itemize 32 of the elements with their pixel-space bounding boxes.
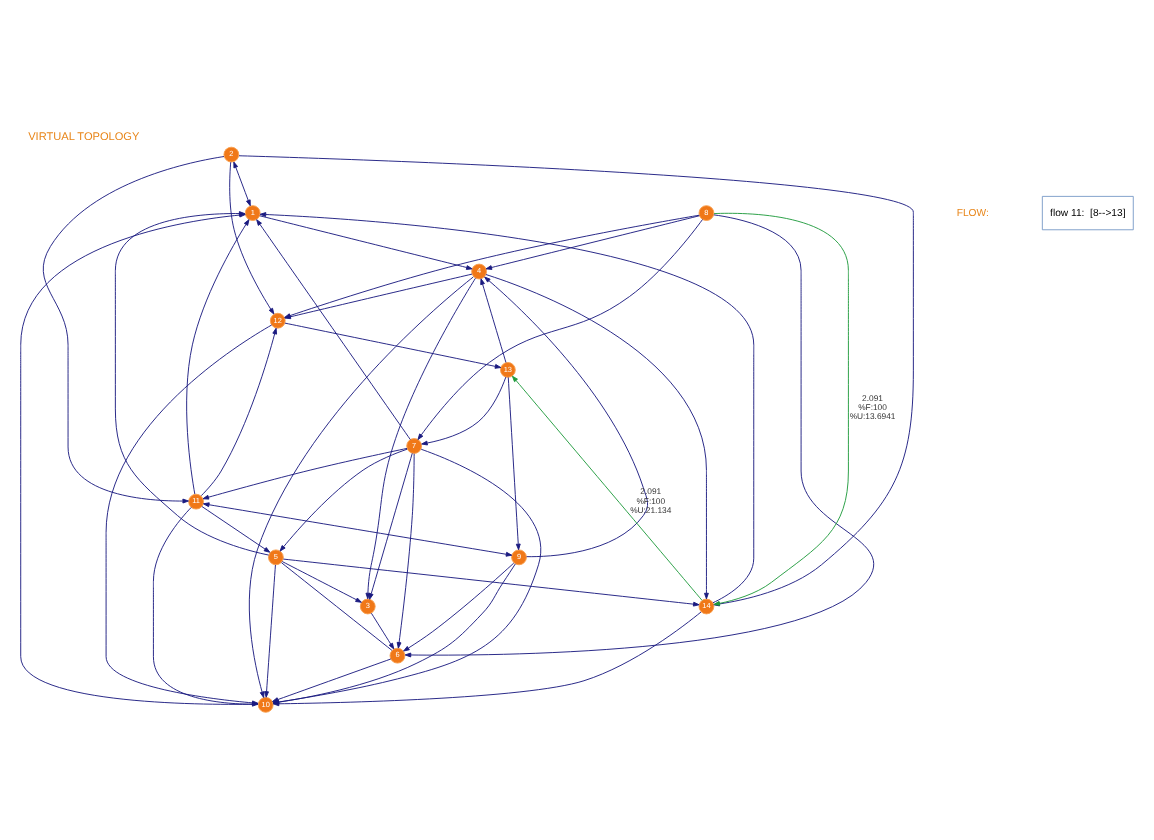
arrow [259, 212, 755, 604]
arrow [417, 219, 703, 440]
arrow [256, 219, 411, 440]
connector [280, 562, 393, 651]
arrow [484, 276, 649, 558]
arrow [365, 277, 476, 600]
arrow [511, 375, 703, 601]
arrow [507, 376, 521, 551]
arrow [264, 564, 276, 698]
arrow [485, 215, 700, 270]
arrow [485, 274, 709, 600]
arrow [370, 612, 395, 650]
arrow [421, 376, 507, 446]
arrow [248, 276, 474, 698]
arrow [201, 506, 271, 553]
arrow [203, 502, 513, 557]
arrow [403, 562, 515, 652]
arrow [284, 322, 502, 369]
arrow [186, 219, 250, 495]
arrow [202, 447, 408, 500]
arrow [396, 453, 415, 649]
arrow [259, 215, 473, 270]
arrow [282, 558, 700, 607]
arrow [404, 214, 875, 658]
arrow [480, 278, 507, 363]
arrow [368, 452, 413, 600]
arrow [281, 561, 362, 603]
arrow [200, 327, 278, 497]
arrow [279, 448, 408, 552]
arrow [229, 161, 275, 315]
arrow [42, 156, 225, 504]
arrow [233, 161, 251, 207]
